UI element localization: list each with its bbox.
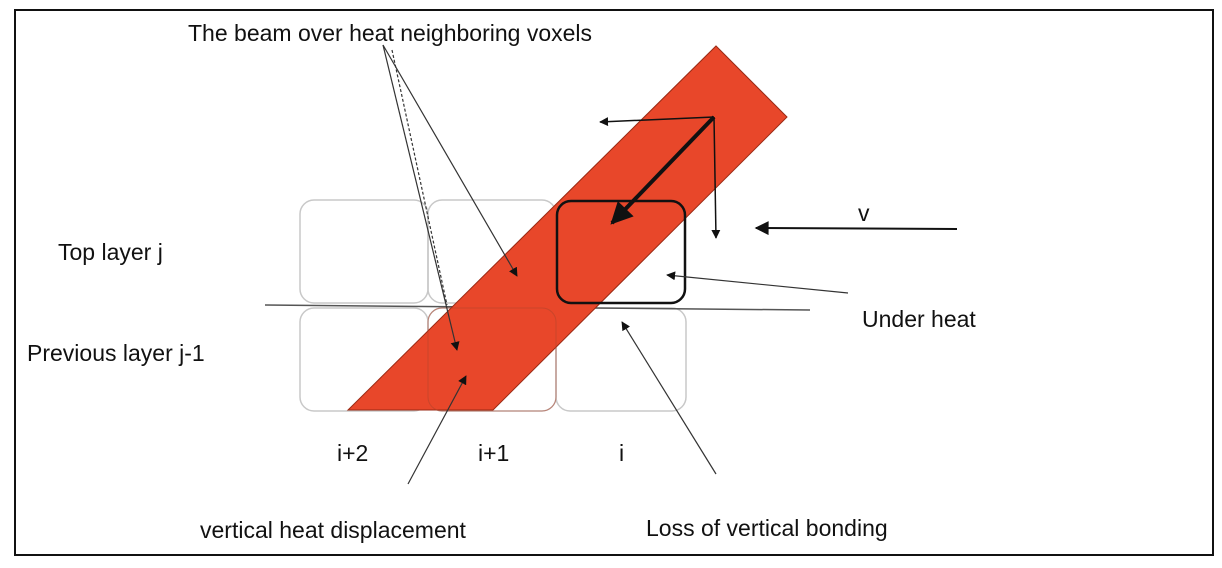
- velocity-arrow: [754, 221, 958, 236]
- column-label-i: i: [619, 440, 624, 466]
- voxel-top-i-under-heat: [555, 199, 687, 305]
- laser-beam: [346, 45, 788, 411]
- beam-direction-arrow: [610, 115, 716, 225]
- column-label-i-plus-1: i+1: [478, 440, 509, 466]
- under-heat-label: Under heat: [862, 306, 976, 332]
- horizontal-spread-arrow: [599, 116, 715, 127]
- velocity-label: v: [858, 200, 870, 226]
- vertical-spread-arrow: [711, 116, 721, 239]
- column-label-i-plus-2: i+2: [337, 440, 368, 466]
- beam-over-heat-label: The beam over heat neighboring voxels: [188, 20, 592, 46]
- heat-displacement-leader: [407, 375, 467, 485]
- previous-layer-label: Previous layer j-1: [27, 340, 205, 366]
- top-layer-label: Top layer j: [58, 239, 163, 265]
- vertical-heat-displacement-label: vertical heat displacement: [200, 517, 467, 543]
- beam-label-leader-3: [391, 49, 448, 306]
- beam-label-leader-1: [382, 44, 518, 277]
- beam-label-leader-2: [382, 44, 460, 351]
- under-heat-leader: [666, 271, 849, 294]
- loss-of-vertical-bonding-label: Loss of vertical bonding: [646, 515, 888, 541]
- loss-of-bonding-leader: [621, 321, 717, 475]
